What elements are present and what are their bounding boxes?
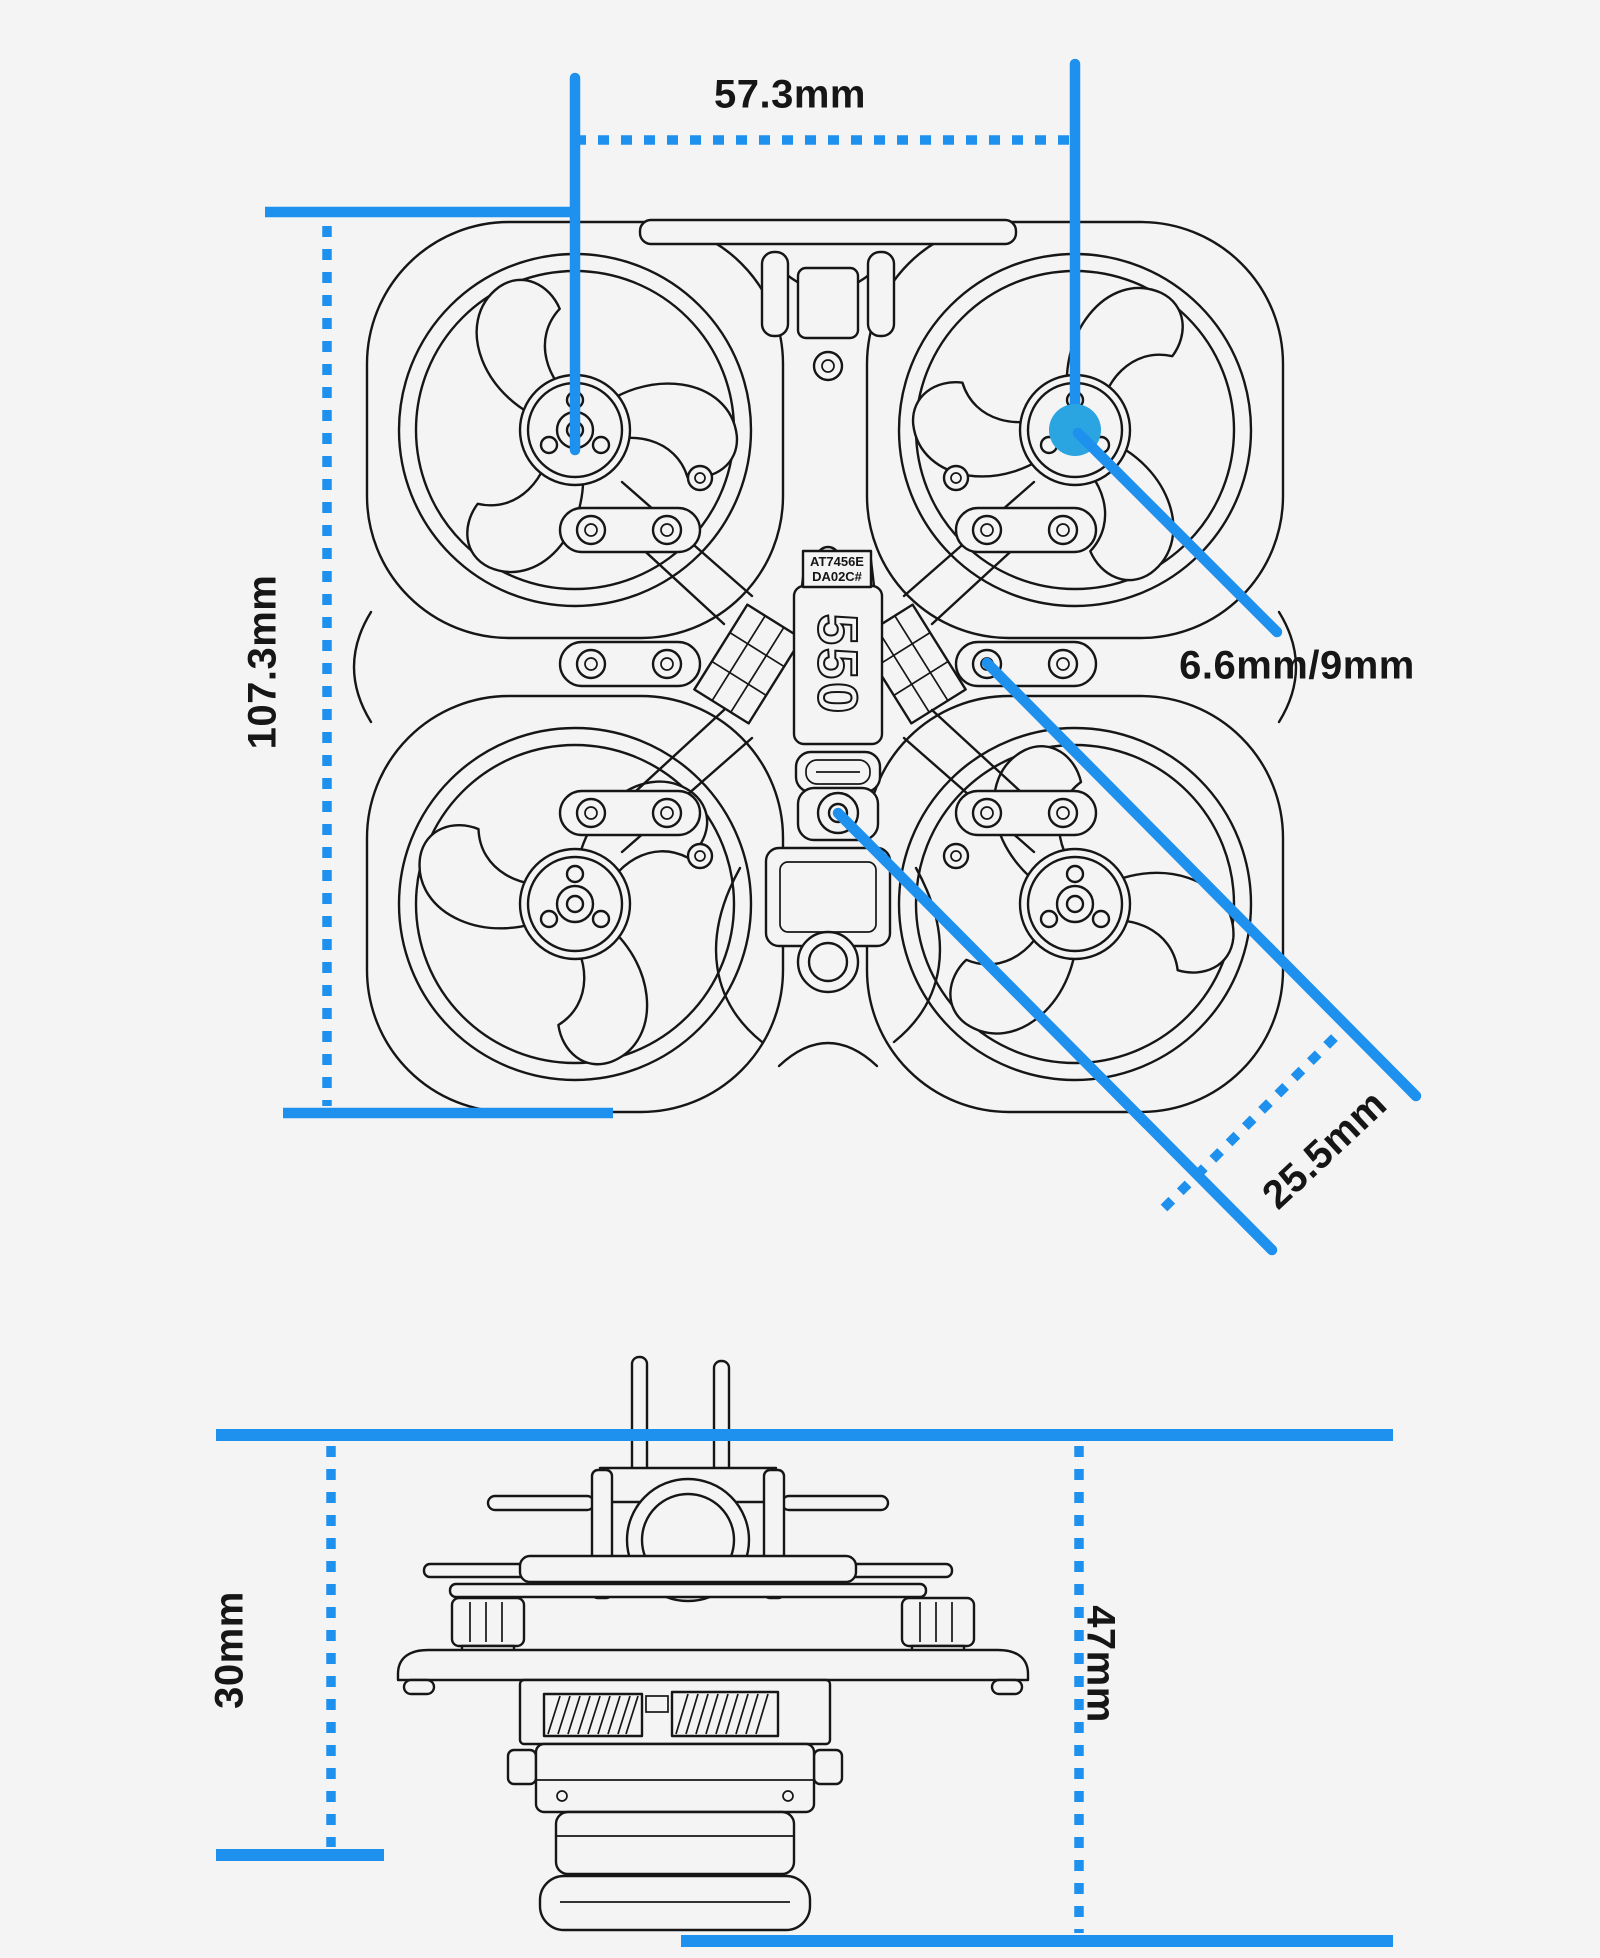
drone-side-view-drawing xyxy=(396,1355,1030,1932)
battery-capacity-label: 550 xyxy=(807,614,870,716)
osd-chip-line1: AT7456E xyxy=(810,554,864,569)
overall-size-label: 107.3mm xyxy=(240,574,285,750)
motor-spacing-width-label: 57.3mm xyxy=(714,72,866,117)
motor-shaft-label: 6.6mm/9mm xyxy=(1179,643,1415,688)
osd-chip-line2: DA02C# xyxy=(812,569,863,584)
mount-dim-dotted-line xyxy=(1160,1020,1352,1212)
osd-chip-label: AT7456E DA02C# xyxy=(801,549,873,589)
frame-height-label: 30mm xyxy=(207,1591,252,1709)
dimension-lines xyxy=(216,58,1422,1947)
overall-height-label: 47mm xyxy=(1078,1605,1123,1723)
motor-callout-line xyxy=(1072,427,1283,638)
